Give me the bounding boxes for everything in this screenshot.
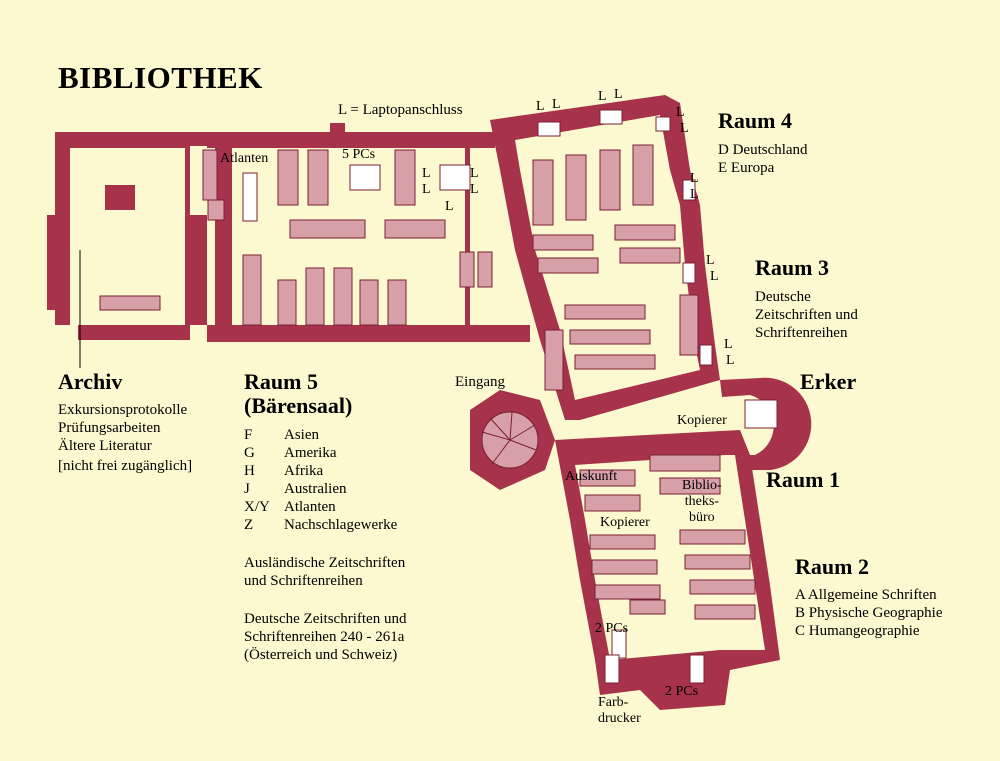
code-key: F bbox=[244, 427, 253, 443]
eingang-label: Eingang bbox=[455, 374, 505, 390]
laptop-marker: L bbox=[690, 171, 699, 186]
laptop-marker: L bbox=[552, 97, 561, 112]
laptop-marker: L bbox=[614, 87, 623, 102]
laptop-marker: L bbox=[422, 166, 431, 181]
code-row: J Australien bbox=[244, 480, 397, 498]
raum5-subtitle: (Bärensaal) bbox=[244, 393, 353, 418]
raum2-line: A Allgemeine Schriften bbox=[795, 587, 937, 603]
farb-line: Farb- bbox=[598, 695, 629, 710]
laptop-marker: L bbox=[598, 89, 607, 104]
code-value: Atlanten bbox=[284, 499, 336, 515]
laptop-marker: L bbox=[445, 199, 454, 214]
raum4-3-walls bbox=[490, 95, 720, 420]
code-value: Nachschlagewerke bbox=[284, 517, 398, 533]
raum2-legend: A Allgemeine Schriften B Physische Geogr… bbox=[795, 586, 942, 640]
code-row: X/Y Atlanten bbox=[244, 498, 397, 516]
laptop-marker: L bbox=[422, 182, 431, 197]
raum1-2-walls bbox=[555, 430, 780, 710]
buero-line: büro bbox=[689, 510, 715, 525]
raum2-line: C Humangeographie bbox=[795, 623, 920, 639]
pcs5-label: 5 PCs bbox=[342, 147, 376, 162]
note-line: Ausländische Zeitschriften bbox=[244, 555, 406, 571]
raum3-line: Schriftenreihen bbox=[755, 325, 848, 341]
archiv-line: Ältere Literatur bbox=[58, 438, 152, 454]
laptop-marker: L bbox=[724, 337, 733, 352]
raum2-line: B Physische Geographie bbox=[795, 605, 943, 621]
code-row: G Amerika bbox=[244, 444, 397, 462]
laptop-marker: L bbox=[706, 253, 715, 268]
code-row: Z Nachschlagewerke bbox=[244, 516, 397, 534]
laptop-marker: L bbox=[680, 121, 689, 136]
kopierer-label: Kopierer bbox=[677, 413, 727, 428]
page-title: BIBLIOTHEK bbox=[58, 60, 263, 95]
buero-line: theks- bbox=[684, 494, 719, 509]
auskunft-label: Auskunft bbox=[565, 469, 618, 484]
raum3-line: Zeitschriften und bbox=[755, 307, 858, 323]
code-value: Asien bbox=[284, 427, 319, 443]
note-line: Deutsche Zeitschriften und bbox=[244, 611, 407, 627]
raum4-line: E Europa bbox=[718, 160, 775, 176]
code-value: Australien bbox=[284, 481, 347, 497]
archiv-title: Archiv bbox=[58, 369, 123, 394]
erker-walls bbox=[720, 377, 812, 470]
kopierer-label-2: Kopierer bbox=[600, 515, 650, 530]
raum2-title: Raum 2 bbox=[795, 554, 869, 579]
pcs2-label-2: 2 PCs bbox=[665, 684, 699, 699]
archiv-line: Exkursionsprotokolle bbox=[58, 402, 188, 418]
pcs2-label: 2 PCs bbox=[595, 621, 629, 636]
raum5-codes: F Asien G Amerika H Afrika J Australien X/Y A… bbox=[244, 426, 397, 534]
laptop-marker: L bbox=[470, 166, 479, 181]
note-line: und Schriftenreihen bbox=[244, 573, 363, 589]
laptop-marker: L bbox=[470, 182, 479, 197]
legend-note: L = Laptopanschluss bbox=[338, 102, 463, 118]
note-line: Schriftenreihen 240 - 261a bbox=[244, 629, 405, 645]
raum5-walls bbox=[207, 132, 530, 342]
buero-label: Biblio- theks- büro bbox=[682, 478, 722, 526]
code-key: Z bbox=[244, 517, 254, 533]
code-row: H Afrika bbox=[244, 462, 397, 480]
archiv-line: Prüfungsarbeiten bbox=[58, 420, 161, 436]
code-key: X/Y bbox=[244, 499, 270, 515]
buero-line: Biblio- bbox=[682, 478, 722, 493]
atlanten-label: Atlanten bbox=[220, 151, 269, 166]
code-key: J bbox=[244, 481, 250, 497]
raum4-title: Raum 4 bbox=[718, 108, 792, 133]
laptop-marker: L bbox=[726, 353, 735, 368]
shelves bbox=[99, 144, 756, 620]
archiv-line: [nicht frei zugänglich] bbox=[58, 458, 193, 474]
code-key: H bbox=[244, 463, 255, 479]
code-row: F Asien bbox=[244, 426, 397, 444]
laptop-marker: L bbox=[676, 105, 685, 120]
code-value: Afrika bbox=[284, 463, 324, 479]
tables bbox=[242, 109, 778, 684]
raum1-title: Raum 1 bbox=[766, 467, 840, 492]
archiv-legend: Exkursionsprotokolle Prüfungsarbeiten Äl… bbox=[58, 401, 192, 475]
raum5-title: Raum 5 bbox=[244, 369, 318, 394]
farb-line: drucker bbox=[598, 711, 641, 726]
archive-walls bbox=[47, 123, 345, 340]
laptop-marker: L bbox=[690, 187, 699, 202]
code-key: G bbox=[244, 445, 255, 461]
raum5-note2: Deutsche Zeitschriften und Schriftenreih… bbox=[244, 610, 406, 664]
laptop-marker: L bbox=[536, 99, 545, 114]
code-value: Amerika bbox=[284, 445, 337, 461]
note-line: (Österreich und Schweiz) bbox=[244, 647, 398, 663]
farbdrucker-label: Farb- drucker bbox=[598, 695, 641, 727]
raum3-line: Deutsche bbox=[755, 289, 811, 305]
raum5-note1: Ausländische Zeitschriften und Schriften… bbox=[244, 554, 405, 590]
raum3-legend: Deutsche Zeitschriften und Schriftenreih… bbox=[755, 288, 858, 342]
raum4-legend: D Deutschland E Europa bbox=[718, 141, 808, 177]
raum3-title: Raum 3 bbox=[755, 255, 829, 280]
laptop-marker: L bbox=[710, 269, 719, 284]
raum4-line: D Deutschland bbox=[718, 142, 808, 158]
erker-title: Erker bbox=[800, 369, 857, 394]
